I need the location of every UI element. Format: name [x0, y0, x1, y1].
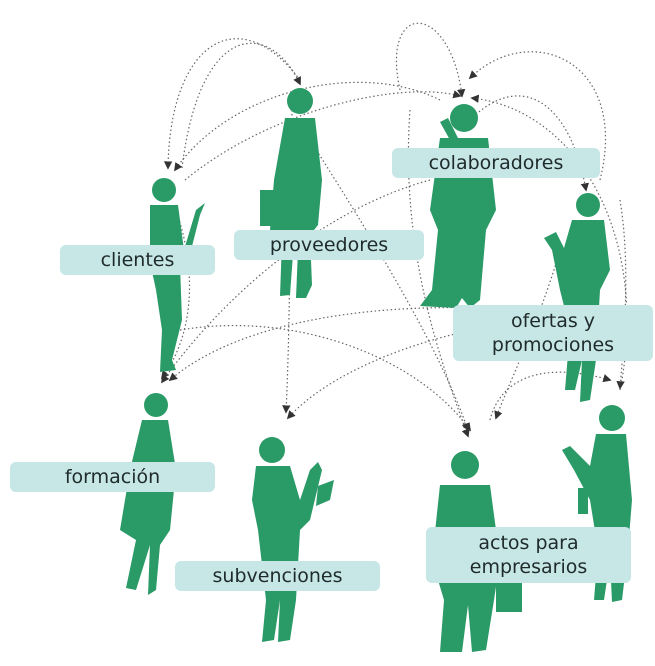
arrow-ofertas-actos	[494, 249, 561, 420]
label-proveedores: proveedores	[234, 230, 424, 260]
label-actos-line2: empresarios	[469, 556, 588, 578]
arrow-colab-actos	[407, 109, 470, 438]
arrow-top-colab	[395, 22, 466, 98]
label-colaboradores-text: colaboradores	[428, 152, 564, 174]
person-silhouette-icon	[260, 88, 322, 298]
label-ofertas-promociones: ofertas y promociones	[453, 305, 653, 361]
person-silhouette-icon	[120, 393, 176, 595]
arrow-clientes-colab	[184, 90, 462, 181]
arrow-proveedores-clientes	[163, 38, 301, 170]
label-clientes: clientes	[60, 245, 215, 275]
label-actos-empresarios: actos para empresarios	[426, 527, 631, 583]
person-silhouette-icon	[252, 437, 334, 642]
label-subvenciones-text: subvenciones	[212, 565, 343, 587]
person-silhouette-icon	[420, 104, 496, 308]
label-ofertas-line1: ofertas y	[510, 310, 596, 332]
label-clientes-text: clientes	[100, 249, 175, 271]
label-ofertas-line2: promociones	[491, 334, 615, 356]
arrow-prov-subv	[282, 109, 293, 414]
label-proveedores-text: proveedores	[269, 234, 389, 256]
label-actos-line1: actos para	[478, 532, 579, 554]
label-colaboradores: colaboradores	[392, 148, 600, 178]
label-formacion: formación	[10, 462, 215, 492]
arrow-formacion-actos	[179, 324, 471, 432]
person-silhouette-icon	[544, 193, 610, 402]
label-formacion-text: formación	[64, 466, 161, 488]
arrow-clientes-formacion	[161, 209, 191, 380]
arrow-colab-formacion	[161, 179, 431, 384]
person-silhouette-icon	[150, 178, 205, 372]
label-subvenciones: subvenciones	[175, 561, 380, 591]
